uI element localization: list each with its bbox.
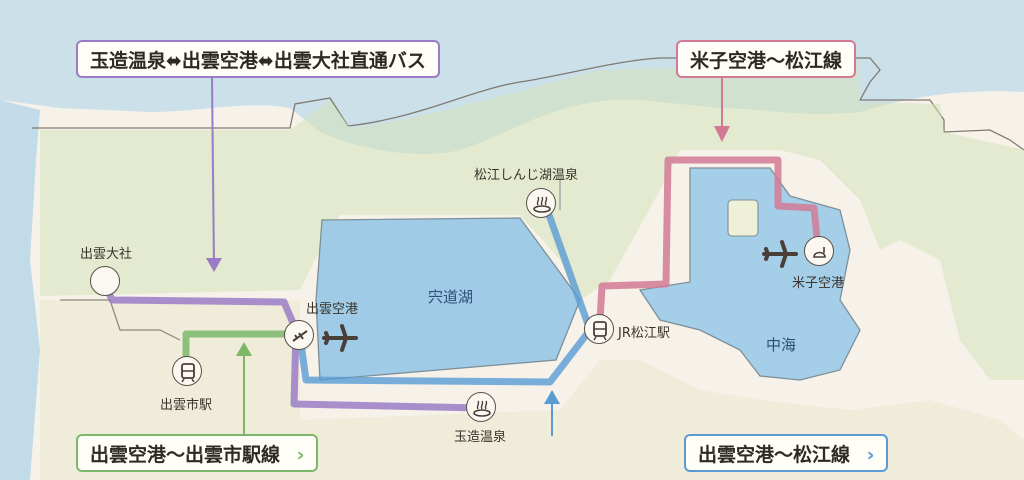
shrine-circle-icon[interactable] — [90, 266, 120, 296]
place-matsue-shinjiko-onsen: 松江しんじ湖温泉 — [474, 168, 579, 183]
plane-icon — [322, 324, 358, 352]
place-izumo-taisha: 出雲大社 — [80, 247, 133, 262]
place-tamatsukuri-onsen: 玉造温泉 — [454, 430, 507, 445]
lake-shinjiko — [315, 217, 581, 381]
plane-icon — [762, 240, 798, 268]
route-box-tamatsukuri-izumo[interactable]: 玉造温泉⬌出雲空港⬌出雲大社直通バス — [76, 40, 440, 78]
place-izumo-airport: 出雲空港 — [306, 302, 359, 317]
pink-arrowhead — [714, 126, 730, 142]
chevron-right-icon: › — [866, 444, 875, 466]
green-arrowhead — [236, 342, 252, 356]
route-label: 出雲空港〜松江線 — [698, 444, 851, 466]
blue-arrowhead — [544, 390, 560, 404]
route-line-pink — [596, 156, 822, 321]
yonago-airport-marker[interactable] — [804, 236, 834, 266]
route-line-purple — [100, 280, 481, 412]
place-yonago-airport: 米子空港 — [792, 276, 845, 291]
route-box-yonago-matsue[interactable]: 米子空港〜松江線 — [676, 40, 857, 78]
sea-north — [0, 0, 1024, 154]
hot-spring-icon[interactable] — [466, 392, 496, 422]
hot-spring-icon[interactable] — [526, 188, 556, 218]
place-jr-matsue-station: JR松江駅 — [618, 326, 670, 341]
route-line-green — [182, 330, 286, 364]
sea-west — [0, 100, 40, 480]
lake-label-shinjiko: 宍道湖 — [428, 288, 474, 306]
route-label: 米子空港〜松江線 — [690, 50, 843, 72]
coastline — [32, 57, 1024, 151]
purple-arrowhead — [206, 258, 222, 272]
land-peninsula — [40, 62, 1024, 380]
island — [727, 199, 759, 237]
south-coast — [60, 299, 181, 341]
route-label: 出雲空港〜出雲市駅線 — [90, 444, 281, 466]
train-icon[interactable] — [172, 356, 202, 386]
lake-nakaumi — [638, 167, 861, 381]
plane-icon[interactable] — [284, 320, 314, 350]
chevron-right-icon: › — [296, 444, 305, 466]
route-label: 玉造温泉⬌出雲空港⬌出雲大社直通バス — [90, 50, 426, 72]
route-box-izumo-izumoshi[interactable]: 出雲空港〜出雲市駅線 › — [76, 434, 319, 472]
purple-arrow — [211, 77, 215, 269]
route-box-izumo-matsue[interactable]: 出雲空港〜松江線 › — [684, 434, 889, 472]
lake-label-nakaumi: 中海 — [766, 336, 797, 354]
train-icon[interactable] — [584, 314, 614, 344]
place-izumoshi-station: 出雲市駅 — [160, 398, 213, 413]
route-line-blue — [296, 210, 594, 386]
